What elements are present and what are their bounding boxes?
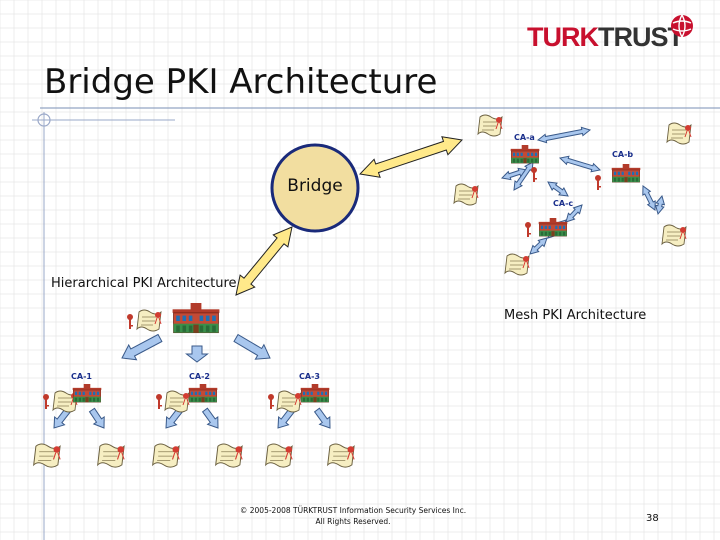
mesh-ca-c-label: CA-c [553,199,574,208]
hier-ca-1-label: CA-1 [71,372,92,381]
hier-cert-icon [164,390,190,413]
hier-leaf-cert-icon [215,443,243,468]
hier-leaf-arrow [277,407,296,429]
mesh-link-arrow [654,194,666,216]
hier-ca-2-building-icon [188,383,218,403]
hier-leaf-cert-icon [152,443,180,468]
copyright-footer: © 2005-2008 TÜRKTRUST Information Securi… [213,505,493,527]
footer-line-1: © 2005-2008 TÜRKTRUST Information Securi… [239,506,467,515]
hier-key-icon [43,394,49,409]
logo-globe-icon [671,14,693,38]
mesh-cert-icon [504,253,530,276]
mesh-key-icon [525,222,531,237]
mesh-ca-a-label: CA-a [514,133,535,142]
hier-leaf-cert-icon [327,443,355,468]
hier-leaf-arrow [88,407,105,429]
logo-turk-text: TURK [527,22,599,52]
hier-key-icon [127,314,133,329]
hier-cert-icon [276,390,302,413]
mesh-key-icon [595,175,601,190]
mesh-key-icon [531,167,537,182]
bridge-ca-node [270,143,360,233]
turktrust-logo: TURKTRUST [527,22,684,53]
hier-ca-3-building-icon [300,383,330,403]
mesh-cert-icon [453,183,479,206]
hierarchical-pki-label: Hierarchical PKI Architecture [51,276,237,291]
mesh-link-arrow [536,126,592,144]
hier-leaf-cert-icon [33,443,61,468]
hier-root-to-ca1-arrow [121,333,163,361]
mesh-ca-b-building-icon [611,163,641,183]
mesh-link-arrow [558,155,602,173]
mesh-ca-a-building-icon [510,144,540,164]
hier-ca-2-label: CA-2 [189,372,210,381]
bridge-label: Bridge [287,176,343,196]
hier-root-to-ca3-arrow [233,333,271,360]
mesh-pki-label: Mesh PKI Architecture [504,308,647,323]
bridge-to-mesh-arrow [358,136,464,178]
mesh-link-arrow [529,237,548,255]
mesh-ca-b-label: CA-b [612,150,634,159]
hier-ca-1-building-icon [72,383,102,403]
mesh-cert-icon [477,114,503,137]
hier-leaf-cert-icon [97,443,125,468]
hier-leaf-arrow [165,407,184,429]
hier-root-to-ca2-arrow [185,345,209,363]
hier-leaf-arrow [313,407,331,429]
slide-title: Bridge PKI Architecture [44,62,438,102]
hier-key-icon [156,394,162,409]
footer-line-2: All Rights Reserved. [315,517,391,526]
logo-trust-text: TRUST [598,22,684,52]
mesh-link-arrow [547,181,569,197]
hier-ca-3-label: CA-3 [299,372,320,381]
hier-root-building-icon [172,302,220,334]
hier-leaf-cert-icon [265,443,293,468]
mesh-link-arrow [513,161,534,191]
mesh-cert-icon [666,122,692,145]
hier-leaf-arrow [201,407,219,429]
mesh-link-arrow [642,185,656,211]
page-number: 38 [646,513,659,524]
hier-key-icon [268,394,274,409]
hier-leaf-arrow [53,407,72,429]
hier-cert-icon [136,309,162,332]
mesh-link-arrow [500,167,529,181]
bridge-to-hierarchy-arrow [235,226,293,296]
mesh-cert-icon [661,224,687,247]
